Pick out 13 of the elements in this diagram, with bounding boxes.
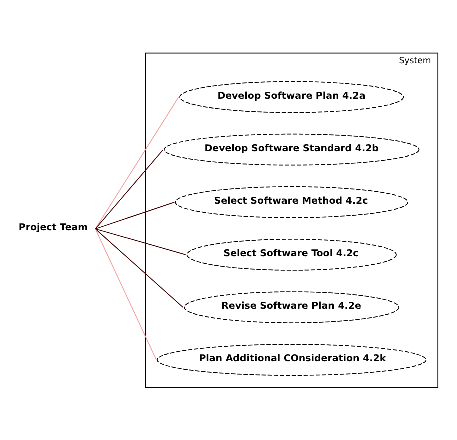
node-ellipse: Develop Software Standard 4.2b [164, 133, 420, 166]
connector [95, 228, 186, 255]
connector [95, 228, 157, 360]
node-ellipse: Select Software Method 4.2c [175, 186, 408, 218]
node-ellipse: Develop Software Plan 4.2a [180, 80, 404, 113]
connector [95, 201, 176, 230]
connector [95, 148, 164, 230]
connector [95, 228, 184, 308]
node-text: Project Team [18, 222, 88, 234]
connector [95, 96, 180, 230]
node-ellipse: Revise Software Plan 4.2e [184, 291, 400, 323]
node-ellipse: Plan Additional COnsideration 4.2k [157, 344, 427, 376]
node-ellipse: Select Software Tool 4.2c [186, 238, 397, 270]
